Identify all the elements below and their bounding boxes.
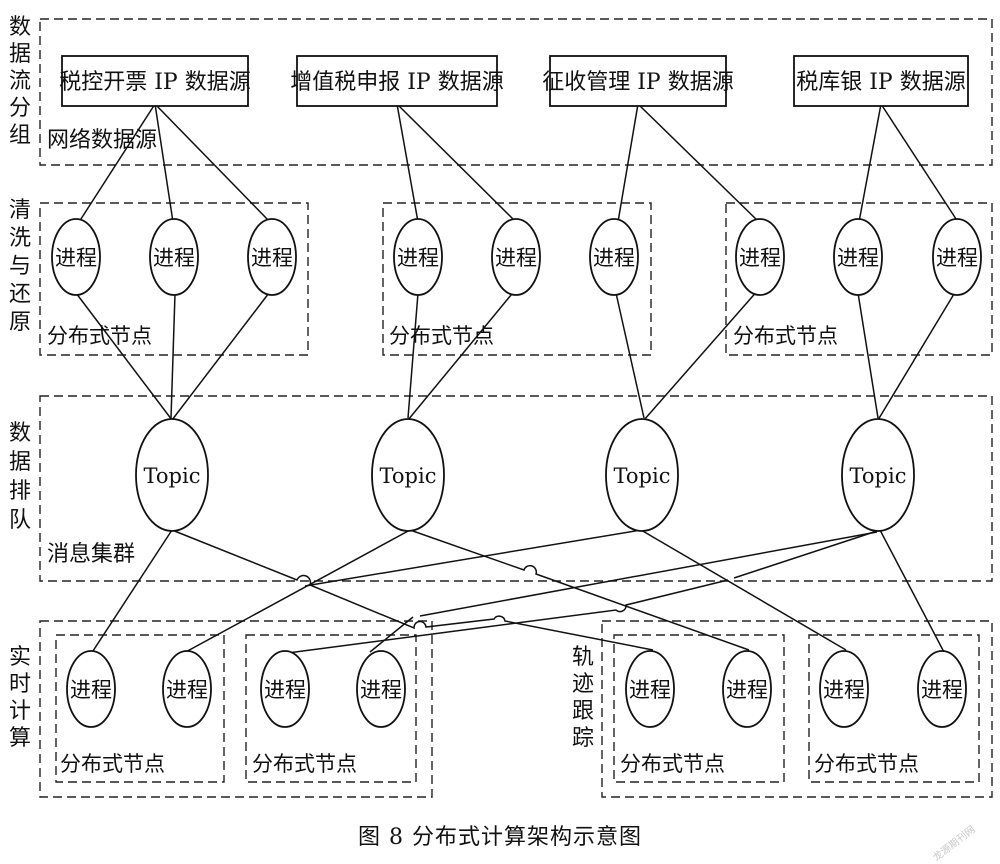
clean-process-4: 进程 xyxy=(393,218,443,296)
node-label-7: 分布式节点 xyxy=(814,752,919,776)
svg-text:Topic: Topic xyxy=(380,464,437,488)
svg-text:进程: 进程 xyxy=(495,246,537,270)
clean-process-5: 进程 xyxy=(491,218,541,296)
clean-process-2: 进程 xyxy=(149,218,199,296)
source-label-2: 增值税申报 IP 数据源 xyxy=(290,70,503,95)
svg-text:进程: 进程 xyxy=(251,246,293,270)
realtime-process-1: 进程 xyxy=(66,650,116,728)
realtime-node-frame-1 xyxy=(55,634,225,783)
svg-text:进程: 进程 xyxy=(153,246,195,270)
svg-text:进程: 进程 xyxy=(837,246,879,270)
clean-process-6: 进程 xyxy=(589,218,639,296)
svg-text:Topic: Topic xyxy=(144,464,201,488)
track-process-2: 进程 xyxy=(722,650,772,728)
watermark: 龙源期刊网 xyxy=(930,823,977,864)
layer-label-queue: 数据排队 xyxy=(9,421,31,533)
track-process-1: 进程 xyxy=(625,650,675,728)
track-node-frame-1 xyxy=(613,634,785,783)
track-frame xyxy=(601,620,993,798)
svg-text:进程: 进程 xyxy=(397,246,439,270)
topic-4: Topic xyxy=(841,418,915,532)
svg-text:进程: 进程 xyxy=(629,678,671,702)
node-label-1: 分布式节点 xyxy=(47,324,152,348)
realtime-process-2: 进程 xyxy=(162,650,212,728)
svg-text:进程: 进程 xyxy=(70,678,112,702)
source-edges xyxy=(78,103,959,223)
realtime-frame xyxy=(39,620,433,798)
layer-label-realtime: 实时计算 xyxy=(9,645,31,751)
topic-3: Topic xyxy=(605,418,679,532)
track-process-4: 进程 xyxy=(917,650,967,728)
svg-text:进程: 进程 xyxy=(360,678,402,702)
node-label-4: 分布式节点 xyxy=(60,752,165,776)
source-label-1: 税控开票 IP 数据源 xyxy=(59,70,250,95)
layer-label-clean: 清洗与还原 xyxy=(9,198,31,335)
clean-edges xyxy=(72,288,958,421)
source-box-1: 税控开票 IP 数据源 xyxy=(59,55,251,107)
svg-text:进程: 进程 xyxy=(726,678,768,702)
source-label-4: 税库银 IP 数据源 xyxy=(796,70,965,95)
track-node-frame-2 xyxy=(808,634,980,783)
svg-text:进程: 进程 xyxy=(823,678,865,702)
clean-node-frame-1 xyxy=(39,202,309,356)
svg-text:进程: 进程 xyxy=(739,246,781,270)
node-label-6: 分布式节点 xyxy=(620,752,725,776)
source-box-4: 税库银 IP 数据源 xyxy=(793,55,969,107)
svg-text:进程: 进程 xyxy=(55,246,97,270)
topic-2: Topic xyxy=(371,418,445,532)
source-label-3: 征收管理 IP 数据源 xyxy=(542,70,733,95)
track-process-3: 进程 xyxy=(819,650,869,728)
realtime-node-frame-2 xyxy=(245,634,417,783)
svg-text:Topic: Topic xyxy=(614,464,671,488)
svg-text:进程: 进程 xyxy=(921,678,963,702)
layer-label-flow: 数据流分组 xyxy=(9,15,31,148)
clean-node-frame-3 xyxy=(725,202,993,356)
figure-caption: 图 8 分布式计算架构示意图 xyxy=(358,825,642,850)
realtime-process-3: 进程 xyxy=(260,650,310,728)
svg-text:进程: 进程 xyxy=(593,246,635,270)
clean-process-1: 进程 xyxy=(51,218,101,296)
node-label-2: 分布式节点 xyxy=(389,324,494,348)
topic-edges xyxy=(90,529,946,655)
clean-process-3: 进程 xyxy=(247,218,297,296)
clean-process-9: 进程 xyxy=(932,218,982,296)
svg-text:进程: 进程 xyxy=(166,678,208,702)
cluster-frame xyxy=(39,395,993,582)
node-label-5: 分布式节点 xyxy=(252,752,357,776)
clean-process-8: 进程 xyxy=(833,218,883,296)
node-label-3: 分布式节点 xyxy=(733,324,838,348)
svg-text:进程: 进程 xyxy=(264,678,306,702)
clean-process-7: 进程 xyxy=(735,218,785,296)
realtime-process-4: 进程 xyxy=(356,650,406,728)
source-box-3: 征收管理 IP 数据源 xyxy=(542,55,734,107)
network-frame xyxy=(39,18,993,166)
cluster-label: 消息集群 xyxy=(47,542,135,567)
topic-1: Topic xyxy=(135,418,209,532)
clean-node-frame-2 xyxy=(382,202,652,356)
svg-text:进程: 进程 xyxy=(936,246,978,270)
source-box-2: 增值税申报 IP 数据源 xyxy=(290,55,504,107)
network-label: 网络数据源 xyxy=(47,128,157,153)
layer-label-track: 轨迹跟踪 xyxy=(572,645,594,751)
svg-text:Topic: Topic xyxy=(850,464,907,488)
